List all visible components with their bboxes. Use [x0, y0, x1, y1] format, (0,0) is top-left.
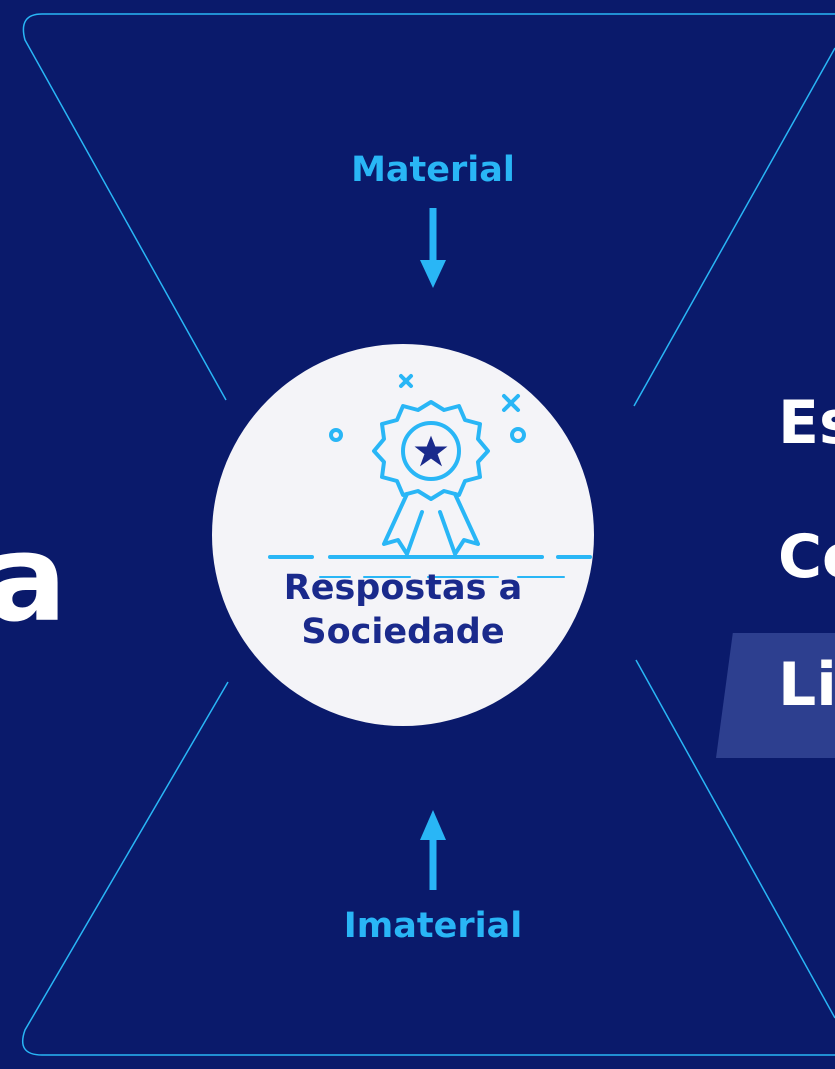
- arrow-down-icon: [420, 208, 446, 288]
- award-ribbon-icon: [268, 374, 592, 578]
- material-label: Material: [351, 150, 515, 190]
- center-title-line-1: Respostas a: [283, 568, 523, 608]
- center-circle: Respostas a Sociedade: [212, 344, 594, 726]
- star-icon: [414, 435, 448, 467]
- highlight-band: [716, 633, 835, 758]
- right-partial-text-3: Li: [778, 650, 835, 720]
- right-partial-text-1: Es: [778, 388, 835, 458]
- center-title: Respostas a Sociedade: [212, 566, 594, 654]
- arrow-up-icon: [420, 810, 446, 890]
- imaterial-label: Imaterial: [343, 906, 523, 946]
- right-partial-text-2: Co: [778, 522, 835, 592]
- center-title-line-2: Sociedade: [301, 612, 505, 652]
- left-partial-text: a: [0, 510, 67, 649]
